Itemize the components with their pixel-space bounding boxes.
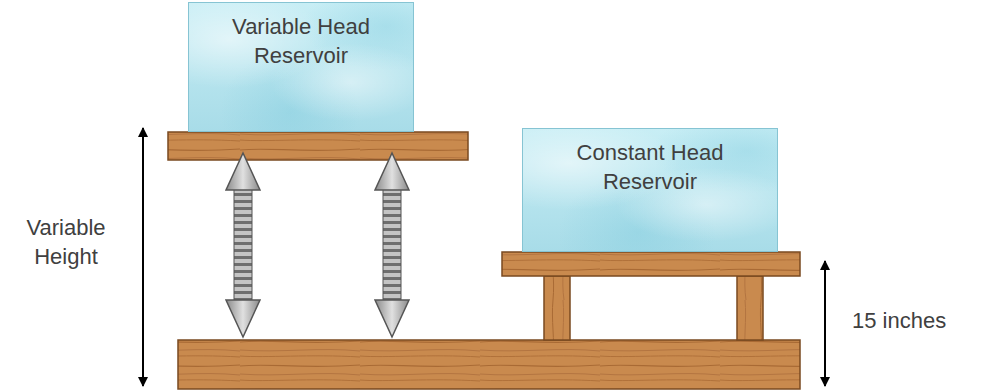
base-board	[178, 340, 800, 389]
threaded-rod	[226, 153, 260, 337]
reservoir-label: Variable Head Reservoir	[199, 13, 403, 70]
threaded-rod	[375, 153, 409, 337]
reservoir-label: Constant Head Reservoir	[533, 139, 767, 196]
rod-thread	[234, 186, 252, 302]
dimension-label: Variable Height	[6, 214, 126, 271]
rod-head	[226, 300, 260, 337]
adjustable-shelf	[168, 132, 468, 160]
reservoir-box: Variable Head Reservoir	[188, 2, 414, 132]
dimension-arrow	[142, 128, 144, 386]
rod-head	[375, 300, 409, 337]
dimension-arrow	[824, 261, 826, 386]
shelf-leg	[737, 276, 763, 340]
fixed-shelf	[502, 252, 800, 276]
rod-thread	[383, 186, 401, 302]
shelf-leg	[544, 276, 570, 340]
rod-head	[226, 153, 260, 190]
rod-head	[375, 153, 409, 190]
dimension-label: 15 inches	[852, 307, 977, 336]
reservoir-box: Constant Head Reservoir	[522, 128, 778, 252]
